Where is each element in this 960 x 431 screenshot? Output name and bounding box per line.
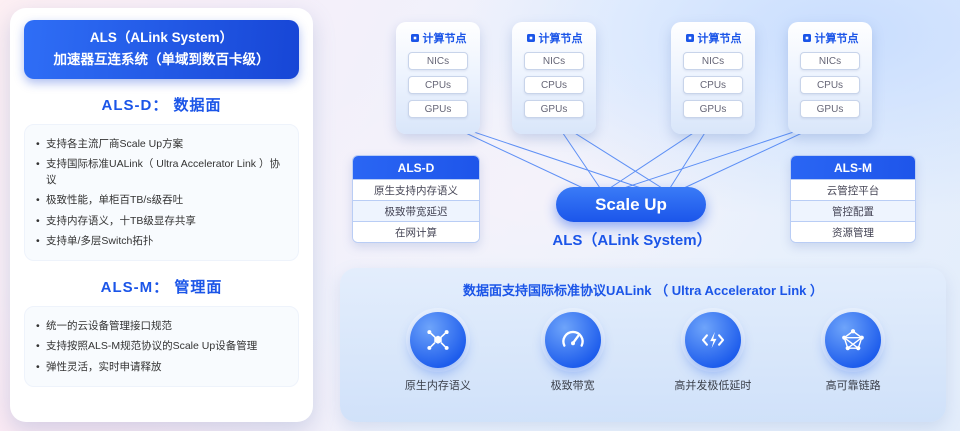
- gpus-box: GPUs: [800, 100, 860, 118]
- compute-node-title-text: 计算节点: [814, 33, 859, 45]
- compute-node-card-2: 计算节点 NICs CPUs GPUs: [512, 22, 596, 134]
- feature-circle: [409, 312, 466, 368]
- ualink-panel: 数据面支持国际标准协议UALink （ Ultra Accelerator Li…: [340, 268, 946, 422]
- nics-box: NICs: [800, 52, 860, 70]
- als-d-bullet: 支持单/多层Switch拓扑: [31, 231, 290, 251]
- als-d-bullet: 极致性能，单柜百TB/s级吞吐: [31, 190, 290, 210]
- als-m-bullet-list: 统一的云设备管理接口规范 支持按照ALS-M规范协议的Scale Up设备管理 …: [31, 316, 290, 377]
- als-m-bullet-panel: 统一的云设备管理接口规范 支持按照ALS-M规范协议的Scale Up设备管理 …: [24, 306, 299, 387]
- feature-label: 原生内存语义: [404, 380, 471, 392]
- als-m-section-title: ALS-M： 管理面: [100, 279, 223, 297]
- scale-up-badge: Scale Up: [556, 187, 706, 222]
- chip-icon: [685, 34, 694, 42]
- als-d-bullet: 支持内存语义，十TB级显存共享: [31, 211, 290, 231]
- als-d-section-title: ALS-D： 数据面: [101, 96, 222, 114]
- als-d-table-header: ALS-D: [353, 156, 479, 179]
- nics-box: NICs: [408, 52, 468, 70]
- als-system-label: ALS（ALink System）: [552, 232, 712, 249]
- compute-node-card-1: 计算节点 NICs CPUs GPUs: [396, 22, 480, 134]
- chip-icon: [802, 34, 811, 42]
- als-system-header-line1: ALS（ALink System）: [89, 30, 234, 45]
- cpus-box: CPUs: [800, 76, 860, 94]
- feature-label: 高可靠链路: [825, 380, 881, 392]
- gpus-box: GPUs: [408, 100, 468, 118]
- als-d-bullet-panel: 支持各主流厂商Scale Up方案 支持国际标准UALink（ Ultra Ac…: [24, 123, 299, 262]
- feature-circle: [825, 312, 882, 368]
- chip-icon: [410, 34, 419, 42]
- als-d-bullet: 支持国际标准UALink（ Ultra Accelerator Link ）协议: [31, 154, 290, 191]
- nics-box: NICs: [524, 52, 584, 70]
- als-m-bullet: 弹性灵活，实时申请释放: [31, 357, 290, 377]
- reliable-link-icon: [842, 329, 864, 351]
- feature-memory-semantics: 原生内存语义: [405, 312, 471, 393]
- compute-node-title-text: 计算节点: [538, 33, 583, 45]
- als-m-table: ALS-M 云管控平台 管控配置 资源管理: [790, 155, 916, 243]
- feature-row: 原生内存语义 极致带宽: [340, 312, 946, 393]
- feature-reliable-link: 高可靠链路: [825, 312, 882, 393]
- chip-icon: [526, 34, 535, 42]
- gpus-box: GPUs: [683, 100, 743, 118]
- ualink-panel-title: 数据面支持国际标准协议UALink （ Ultra Accelerator Li…: [463, 283, 823, 298]
- feature-circle: [544, 312, 601, 368]
- low-latency-icon: [701, 331, 724, 349]
- als-m-bullet: 支持按照ALS-M规范协议的Scale Up设备管理: [31, 336, 290, 356]
- als-m-table-header: ALS-M: [791, 156, 915, 179]
- compute-node-title-text: 计算节点: [697, 33, 742, 45]
- compute-node-title: 计算节点: [802, 30, 859, 46]
- feature-label: 高并发极低延时: [674, 380, 752, 392]
- als-d-table: ALS-D 原生支持内存语义 极致带宽延迟 在网计算: [352, 155, 480, 243]
- als-d-table-row: 原生支持内存语义: [353, 179, 479, 200]
- cpus-box: CPUs: [683, 76, 743, 94]
- als-m-table-row: 云管控平台: [791, 179, 915, 200]
- als-d-table-row: 在网计算: [353, 221, 479, 242]
- compute-node-title-text: 计算节点: [422, 33, 467, 45]
- nics-box: NICs: [683, 52, 743, 70]
- compute-node-card-4: 计算节点 NICs CPUs GPUs: [788, 22, 872, 134]
- feature-low-latency: 高并发极低延时: [674, 312, 751, 393]
- left-summary-card: ALS（ALink System） 加速器互连系统（单域到数百卡级） ALS-D…: [10, 8, 313, 422]
- als-m-table-row: 资源管理: [791, 221, 915, 242]
- als-d-bullet-list: 支持各主流厂商Scale Up方案 支持国际标准UALink（ Ultra Ac…: [31, 134, 290, 252]
- feature-circle: [684, 312, 741, 368]
- compute-node-title: 计算节点: [526, 30, 583, 46]
- feature-bandwidth: 极致带宽: [544, 312, 601, 393]
- compute-node-card-3: 计算节点 NICs CPUs GPUs: [671, 22, 755, 134]
- memory-semantics-icon: [427, 330, 449, 350]
- als-system-header-line2: 加速器互连系统（单域到数百卡级）: [53, 52, 270, 68]
- speedometer-icon: [561, 330, 584, 347]
- feature-label: 极致带宽: [550, 380, 595, 392]
- als-m-bullet: 统一的云设备管理接口规范: [31, 316, 290, 336]
- compute-node-title: 计算节点: [410, 30, 467, 46]
- cpus-box: CPUs: [524, 76, 584, 94]
- als-d-table-row: 极致带宽延迟: [353, 200, 479, 221]
- cpus-box: CPUs: [408, 76, 468, 94]
- als-d-bullet: 支持各主流厂商Scale Up方案: [31, 134, 290, 154]
- als-system-header: ALS（ALink System） 加速器互连系统（单域到数百卡级）: [24, 20, 299, 79]
- als-m-table-row: 管控配置: [791, 200, 915, 221]
- compute-node-title: 计算节点: [685, 30, 742, 46]
- gpus-box: GPUs: [524, 100, 584, 118]
